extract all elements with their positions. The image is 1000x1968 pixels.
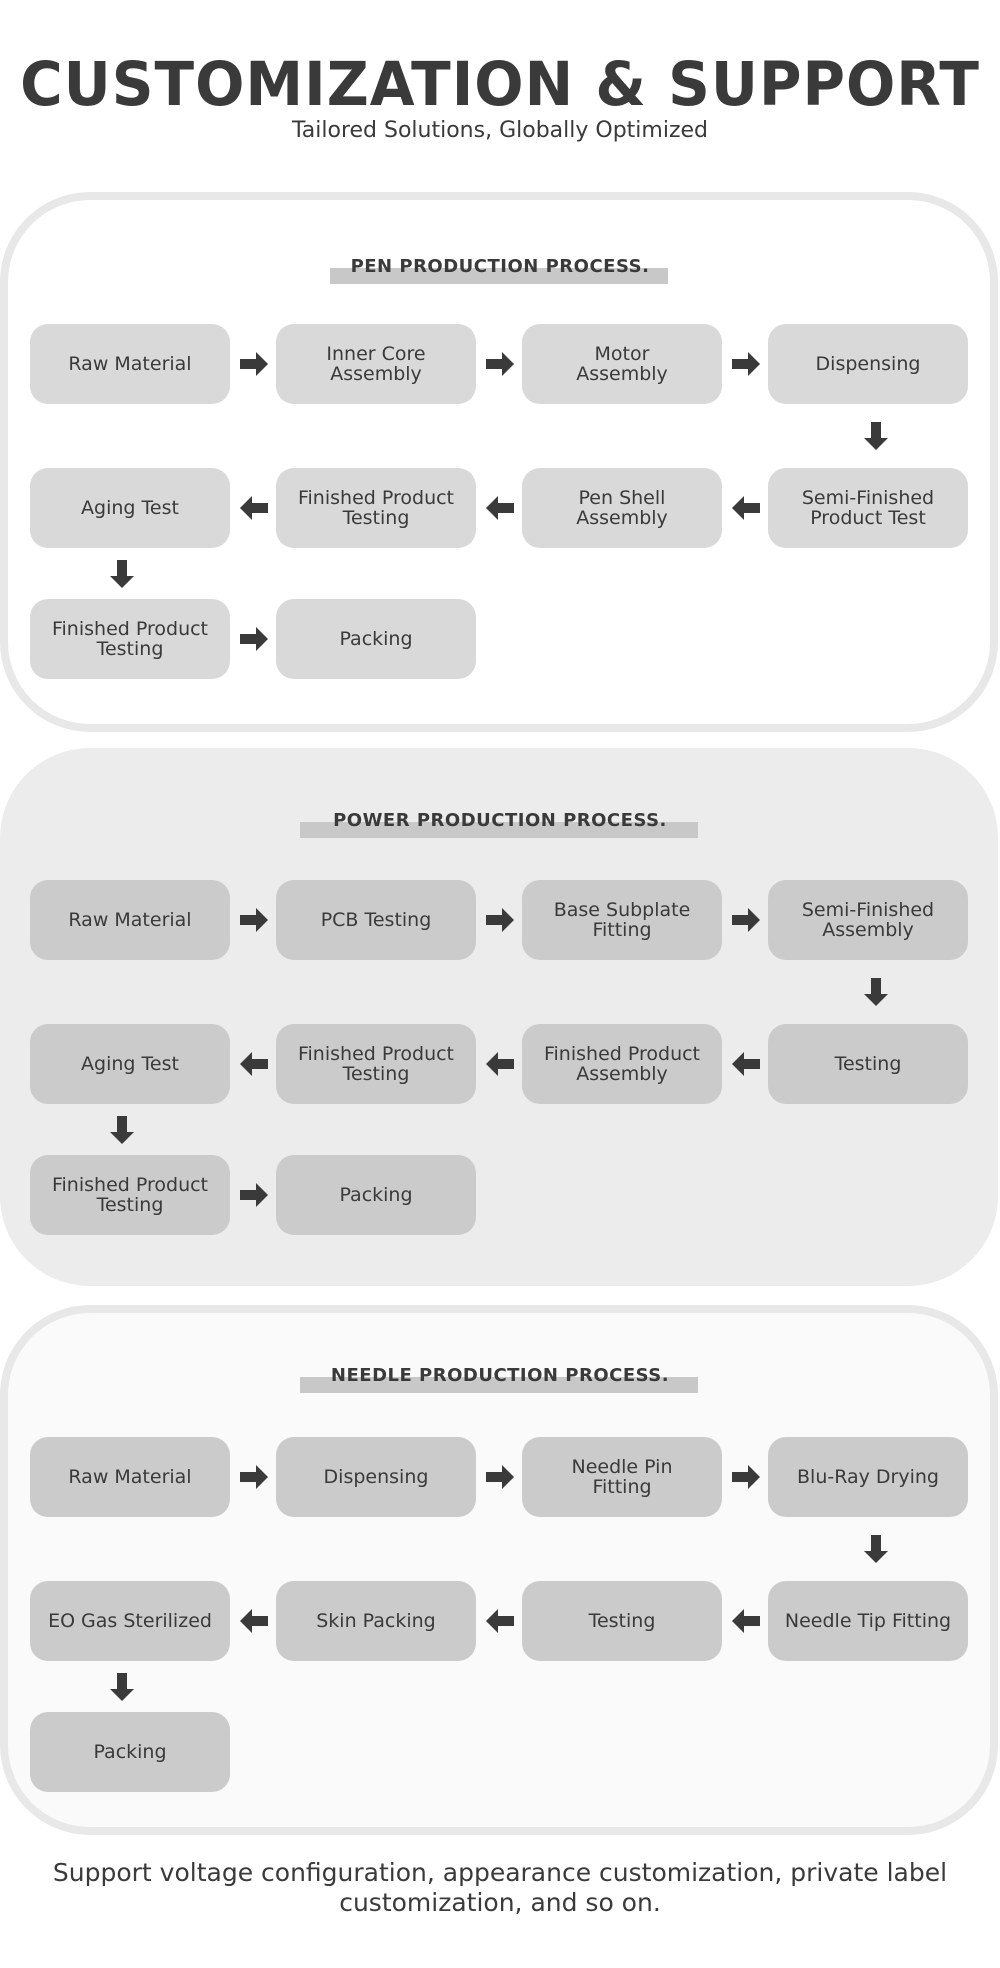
arrow-down-icon	[859, 975, 893, 1009]
process-step: Blu-Ray Drying	[768, 1437, 968, 1517]
arrow-right-icon	[729, 903, 763, 937]
section-title-highlight	[300, 1377, 698, 1393]
process-step: EO Gas Sterilized	[30, 1581, 230, 1661]
arrow-left-icon	[483, 491, 517, 525]
process-step: Packing	[30, 1712, 230, 1792]
process-step: Testing	[768, 1024, 968, 1104]
arrow-right-icon	[237, 903, 271, 937]
arrow-right-icon	[237, 1178, 271, 1212]
arrow-down-icon	[859, 419, 893, 453]
arrow-left-icon	[729, 1604, 763, 1638]
process-step: Raw Material	[30, 324, 230, 404]
process-step: Aging Test	[30, 468, 230, 548]
arrow-right-icon	[237, 622, 271, 656]
arrow-left-icon	[729, 491, 763, 525]
arrow-down-icon	[105, 557, 139, 591]
process-step: Skin Packing	[276, 1581, 476, 1661]
process-step: Base Subplate Fitting	[522, 880, 722, 960]
arrow-left-icon	[237, 1047, 271, 1081]
arrow-left-icon	[729, 1047, 763, 1081]
arrow-left-icon	[237, 1604, 271, 1638]
section-title: POWER PRODUCTION PROCESS.	[333, 810, 667, 831]
arrow-right-icon	[237, 1460, 271, 1494]
footer-note: Support voltage configuration, appearanc…	[52, 1858, 948, 1917]
process-step: Packing	[276, 1155, 476, 1235]
process-step: Needle Pin Fitting	[522, 1437, 722, 1517]
process-step: Needle Tip Fitting	[768, 1581, 968, 1661]
process-step: Packing	[276, 599, 476, 679]
process-step: Motor Assembly	[522, 324, 722, 404]
process-step: Raw Material	[30, 880, 230, 960]
arrow-left-icon	[483, 1604, 517, 1638]
section-title-highlight	[300, 822, 698, 838]
section-title-highlight	[330, 268, 668, 284]
arrow-down-icon	[105, 1113, 139, 1147]
process-step: Semi-Finished Assembly	[768, 880, 968, 960]
process-step: Finished Product Testing	[30, 1155, 230, 1235]
arrow-right-icon	[483, 903, 517, 937]
subtitle: Tailored Solutions, Globally Optimized	[291, 118, 708, 143]
process-step: Semi-Finished Product Test	[768, 468, 968, 548]
process-step: Finished Product Testing	[276, 468, 476, 548]
process-step: Finished Product Testing	[30, 599, 230, 679]
process-step: Finished Product Testing	[276, 1024, 476, 1104]
arrow-right-icon	[483, 1460, 517, 1494]
process-step: PCB Testing	[276, 880, 476, 960]
main-title: CUSTOMIZATION & SUPPORT	[20, 48, 980, 120]
section-title: NEEDLE PRODUCTION PROCESS.	[330, 1365, 670, 1386]
arrow-down-icon	[859, 1532, 893, 1566]
process-step: Dispensing	[768, 324, 968, 404]
arrow-left-icon	[483, 1047, 517, 1081]
arrow-right-icon	[483, 347, 517, 381]
process-step: Inner Core Assembly	[276, 324, 476, 404]
arrow-down-icon	[105, 1670, 139, 1704]
process-step: Finished Product Assembly	[522, 1024, 722, 1104]
arrow-right-icon	[729, 347, 763, 381]
arrow-right-icon	[237, 347, 271, 381]
process-step: Aging Test	[30, 1024, 230, 1104]
process-step: Testing	[522, 1581, 722, 1661]
process-step: Dispensing	[276, 1437, 476, 1517]
arrow-right-icon	[729, 1460, 763, 1494]
process-step: Pen Shell Assembly	[522, 468, 722, 548]
process-step: Raw Material	[30, 1437, 230, 1517]
section-title: PEN PRODUCTION PROCESS.	[350, 256, 650, 277]
arrow-left-icon	[237, 491, 271, 525]
